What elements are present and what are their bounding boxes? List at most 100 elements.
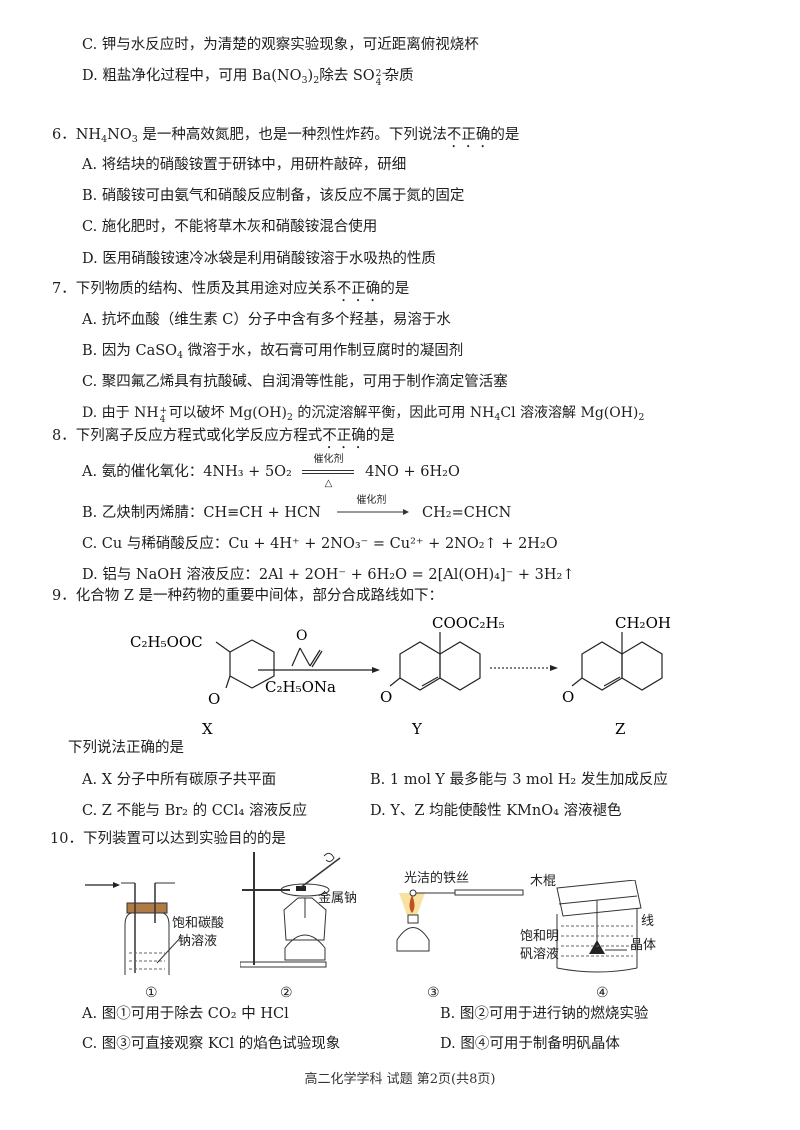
option-text: 图③可直接观察 KCl 的焰色试验现象: [101, 1036, 341, 1052]
option-key: A.: [82, 157, 98, 173]
equation-lhs: 4NH₃ + 5O₂: [203, 464, 292, 480]
figure-2-sodium-burning: [240, 852, 341, 968]
emphasis-text: 不正确: [336, 281, 381, 297]
y-substituent: COOC₂H₅: [432, 614, 505, 632]
q9-stem: 9．化合物 Z 是一种药物的重要中间体，部分合成路线如下：: [52, 586, 443, 606]
label-y: Y: [411, 720, 423, 735]
molecule-z: [571, 632, 663, 691]
q5-option-c: C. 钾与水反应时，为清楚的观察实验现象，可近距离俯视烧杯: [82, 35, 479, 55]
ion-subscript: 4: [159, 415, 166, 425]
label-z: Z: [615, 720, 625, 735]
synthesis-scheme: C₂H₅OOC O X O C₂H₅ONa O COOC₂H₅ Y O CH₂O…: [130, 614, 671, 735]
q10-stem: 10．下列装置可以达到实验目的的是: [50, 829, 286, 849]
subscript: 4: [177, 350, 184, 361]
figure-4-number: ④: [596, 985, 609, 1001]
q9-option-a: A. X 分子中所有碳原子共平面: [82, 770, 276, 790]
subscript: 2: [638, 412, 645, 423]
question-number: 10．: [50, 831, 83, 847]
option-label: 铝与 NaOH 溶液反应：: [102, 567, 259, 583]
subscript: 4: [101, 134, 108, 145]
condition-heat: △: [324, 478, 333, 489]
option-label: Cu 与稀硝酸反应：: [101, 536, 229, 552]
figure-1-gas-washing-bottle: [85, 882, 182, 975]
subscript: 4: [494, 412, 501, 423]
subscript: 2: [313, 75, 320, 86]
question-number: 8．: [52, 428, 76, 444]
option-text: 钾与水反应时，为清楚的观察实验现象，可近距离俯视烧杯: [101, 37, 479, 53]
figure-2-number: ②: [280, 985, 293, 1001]
figure-4-label-crystal: 晶体: [630, 938, 657, 953]
option-key: C.: [82, 374, 98, 390]
stem-text: 下列装置可以达到实验目的的是: [82, 831, 286, 847]
option-key: C.: [82, 219, 98, 235]
option-key: B.: [440, 1006, 456, 1022]
option-text: 的沉淀溶解平衡，因此可用 NH: [297, 405, 495, 421]
emphasis-text: 不正确: [322, 428, 366, 444]
equation-rhs: CH₂=CHCN: [422, 505, 512, 521]
q6-option-d: D. 医用硝酸铵速冷冰袋是利用硝酸铵溶于水吸热的性质: [82, 249, 436, 269]
ion-super-sub: +4: [159, 403, 169, 425]
page-footer: 高二化学学科 试题 第2页(共8页): [304, 1072, 496, 1087]
q7-option-b: B. 因为 CaSO4 微溶于水，故石膏可用作制豆腐时的凝固剂: [82, 341, 463, 361]
equation-lhs: CH≡CH + HCN: [203, 505, 321, 521]
option-key: D.: [82, 405, 98, 421]
option-text: 医用硝酸铵速冷冰袋是利用硝酸铵溶于水吸热的性质: [102, 251, 436, 267]
molecule-x: [215, 639, 275, 689]
option-label: 乙炔制丙烯腈：: [101, 505, 204, 521]
reagent-below: C₂H₅ONa: [265, 678, 336, 696]
x-substituent: C₂H₅OOC: [130, 633, 203, 651]
q8-option-d: D. 铝与 NaOH 溶液反应：2Al + 2OH⁻ + 6H₂O = 2[Al…: [82, 565, 575, 585]
option-key: D.: [82, 251, 98, 267]
mvk-o: O: [296, 628, 307, 644]
option-key: C.: [82, 1036, 98, 1052]
option-text: 施化肥时，不能将草木灰和硝酸铵混合使用: [101, 219, 378, 235]
q10-option-b: B. 图②可用于进行钠的燃烧实验: [440, 1004, 648, 1024]
option-text: 硝酸铵可由氨气和硝酸反应制备，该反应不属于氮的固定: [101, 188, 465, 204]
q9-option-d: D. Y、Z 均能使酸性 KMnO₄ 溶液褪色: [370, 801, 622, 821]
mvk-reagent: [291, 647, 323, 668]
option-key: D.: [440, 1036, 456, 1052]
stem-text: 的是: [380, 281, 410, 297]
option-key: B.: [82, 343, 98, 359]
stem-text: 化合物 Z 是一种药物的重要中间体，部分合成路线如下：: [75, 588, 444, 604]
option-label: 氨的催化氧化：: [101, 464, 204, 480]
question-number: 9．: [52, 588, 76, 604]
option-text: 图①可用于除去 CO₂ 中 HCl: [101, 1006, 289, 1022]
option-key: C.: [82, 803, 98, 819]
q7-option-c: C. 聚四氟乙烯具有抗酸碱、自润滑等性能，可用于制作滴定管活塞: [82, 372, 508, 392]
subscript: 3: [301, 75, 308, 86]
q6-option-a: A. 将结块的硝酸铵置于研钵中，用研杵敲碎，研细: [82, 155, 406, 175]
option-text: ): [307, 68, 314, 84]
arrow-icon: [372, 667, 380, 673]
carbonyl-o: O: [380, 688, 392, 706]
condition-catalyst: 催化剂: [356, 495, 387, 506]
stem-text: 的是: [365, 428, 395, 444]
figure-1-number: ①: [145, 985, 158, 1001]
z-substituent: CH₂OH: [615, 614, 671, 632]
label-x: X: [202, 720, 213, 735]
option-text: Z 不能与 Br₂ 的 CCl₄ 溶液反应: [101, 803, 307, 819]
option-key: D.: [82, 68, 98, 84]
stem-text: NH: [75, 127, 102, 143]
figure-4-label-stick: 木棍: [530, 874, 557, 889]
option-text: 图④可用于制备明矾晶体: [460, 1036, 620, 1052]
stem-text: 是一种高效氮肥，也是一种烈性炸药。下列说法: [142, 127, 447, 143]
q8-stem: 8．下列离子反应方程式或化学反应方程式不正确的是: [52, 426, 395, 452]
option-text: 图②可用于进行钠的燃烧实验: [459, 1006, 649, 1022]
figure-3-label: 光洁的铁丝: [404, 871, 470, 886]
figure-4-label-solution2: 矾溶液: [520, 947, 560, 962]
q10-option-a: A. 图①可用于除去 CO₂ 中 HCl: [82, 1004, 289, 1024]
carbonyl-o: O: [562, 688, 574, 706]
q7-stem: 7．下列物质的结构、性质及其用途对应关系不正确的是: [52, 279, 409, 305]
question-number: 7．: [52, 281, 76, 297]
option-text: 由于 NH: [101, 405, 159, 421]
stem-text: 下列离子反应方程式或化学反应方程式: [75, 428, 323, 444]
q6-stem: 6．NH4NO3 是一种高效氮肥，也是一种烈性炸药。下列说法不正确的是: [52, 125, 519, 151]
q6-option-b: B. 硝酸铵可由氨气和硝酸反应制备，该反应不属于氮的固定: [82, 186, 464, 206]
arrow-icon: [337, 509, 410, 515]
option-key: B.: [82, 188, 98, 204]
option-text: 除去 SO: [319, 68, 375, 84]
ion-subscript: 4: [375, 78, 382, 88]
